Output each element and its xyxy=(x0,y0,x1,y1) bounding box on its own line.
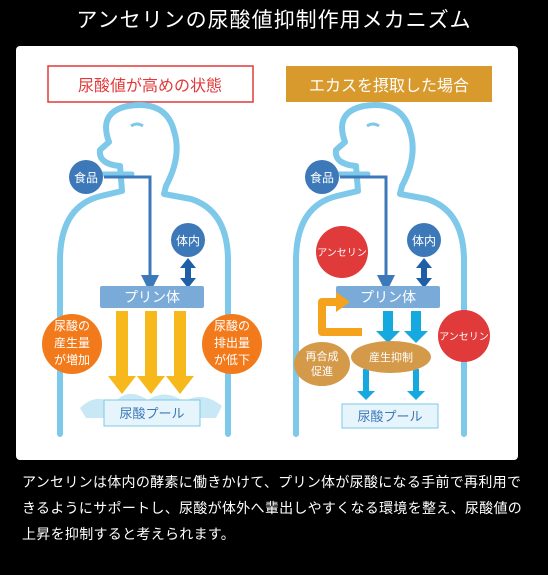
right-body-outline xyxy=(293,102,467,437)
right-diagram: エカスを摂取した場合 食品 体内 アンセリン プリン体 再合成 促進 産生抑制 xyxy=(286,66,492,437)
right-food-label: 食品 xyxy=(310,170,334,185)
right-purine-box xyxy=(336,286,440,308)
left-header: 尿酸値が高めの状態 xyxy=(78,76,222,95)
description-text: アンセリンは体内の酵素に働きかけて、プリン体が尿酸になる手前で再利用できるように… xyxy=(22,475,523,543)
resynthesis-line1: 再合成 xyxy=(306,349,339,363)
right-purine-label: プリン体 xyxy=(360,290,416,306)
anserine-node-2 xyxy=(438,310,490,362)
uric-arrow-3 xyxy=(166,311,194,394)
left-purine-box xyxy=(100,286,204,308)
left-body-outline xyxy=(57,102,231,437)
left-production-line1: 尿酸の xyxy=(54,318,90,333)
right-pool-box xyxy=(341,403,439,429)
diagram-panel: 尿酸値が高めの状態 食品 体内 プリン体 尿酸の 産生量 が増加 尿酸の 排出量… xyxy=(16,46,518,460)
left-food-node xyxy=(69,160,103,194)
mechanism-diagram: 尿酸値が高めの状態 食品 体内 プリン体 尿酸の 産生量 が増加 尿酸の 排出量… xyxy=(42,65,492,437)
recycle-loop-head xyxy=(336,292,350,312)
page-title: アンセリンの尿酸値抑制作用メカニズム xyxy=(76,8,472,32)
left-production-line3: が増加 xyxy=(54,352,90,367)
cyan-arrow-1 xyxy=(376,311,400,343)
left-excretion-line3: が低下 xyxy=(214,352,250,367)
suppression-node xyxy=(351,341,431,373)
right-intake-arrow xyxy=(340,175,395,293)
cyan-arrow-4 xyxy=(407,369,425,400)
left-excretion-line1: 尿酸の xyxy=(214,318,250,333)
resynthesis-node xyxy=(294,342,350,386)
left-pool-label: 尿酸プール xyxy=(119,407,184,422)
right-pool-label: 尿酸プール xyxy=(357,410,422,425)
left-excretion-node xyxy=(202,314,262,374)
left-diagram: 尿酸値が高めの状態 食品 体内 プリン体 尿酸の 産生量 が増加 尿酸の 排出量… xyxy=(42,65,262,437)
resynthesis-line2: 促進 xyxy=(311,364,333,378)
right-header-box xyxy=(286,66,492,102)
right-eye-icon xyxy=(366,122,380,128)
anserine-label-2: アンセリン xyxy=(439,331,489,343)
left-exchange-arrow xyxy=(180,258,196,288)
left-header-box xyxy=(47,65,254,103)
right-body-node xyxy=(407,223,441,257)
left-excretion-line2: 排出量 xyxy=(214,336,250,350)
left-production-line2: 産生量 xyxy=(54,335,90,350)
left-food-label: 食品 xyxy=(74,170,98,185)
cyan-arrow-3 xyxy=(357,369,375,400)
uric-arrow-1 xyxy=(108,311,136,394)
left-purine-label: プリン体 xyxy=(124,290,180,306)
cyan-arrow-2 xyxy=(404,311,428,343)
uric-arrow-2 xyxy=(137,311,165,394)
left-intake-arrow xyxy=(104,175,159,293)
right-food-node xyxy=(305,160,339,194)
left-body-label: 体内 xyxy=(176,234,200,248)
recycle-loop-arrow xyxy=(318,298,362,336)
anserine-label-1: アンセリン xyxy=(317,247,367,259)
suppression-label: 産生抑制 xyxy=(369,350,413,364)
anserine-node-1 xyxy=(316,226,368,278)
right-exchange-arrow xyxy=(416,258,432,288)
right-body-label: 体内 xyxy=(412,234,436,248)
left-eye-icon xyxy=(130,122,144,128)
left-uric-acid-arrows xyxy=(108,311,194,394)
left-production-node xyxy=(42,314,102,374)
left-body-node xyxy=(171,223,205,257)
left-pool-box xyxy=(103,399,201,427)
right-header: エカスを摂取した場合 xyxy=(309,76,469,95)
